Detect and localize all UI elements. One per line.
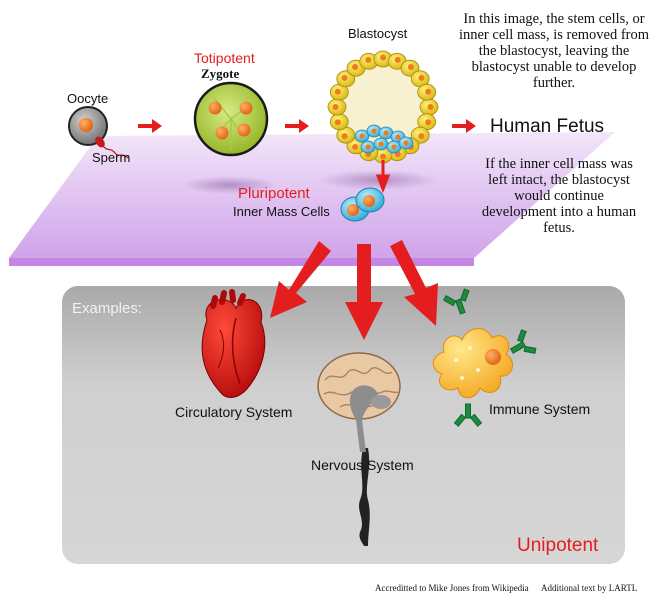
trophoblast-nucleus bbox=[341, 74, 348, 81]
examples-panel bbox=[62, 286, 625, 564]
trophoblast-nucleus bbox=[334, 88, 341, 95]
note-removed-inner-cell-mass: In this image, the stem cells, or inner … bbox=[458, 11, 650, 91]
immune-cell-icon bbox=[432, 328, 514, 399]
trophoblast-nucleus bbox=[334, 119, 341, 126]
trophoblast-nucleus bbox=[352, 144, 359, 150]
inner-cell-nucleus bbox=[395, 134, 401, 140]
blastocyst-label: Blastocyst bbox=[348, 26, 408, 41]
inner-mass-cells-label: Inner Mass Cells bbox=[233, 204, 330, 219]
trophoblast-nucleus bbox=[425, 119, 432, 126]
examples-label: Examples: bbox=[72, 300, 143, 317]
oocyte-icon bbox=[68, 106, 108, 146]
pluripotent-label: Pluripotent bbox=[238, 185, 310, 202]
blastocyst-icon bbox=[327, 50, 439, 164]
trophoblast-nucleus bbox=[427, 104, 434, 110]
inner-cell-nucleus bbox=[365, 144, 371, 150]
trophoblast-nucleus bbox=[394, 56, 401, 63]
trophoblast-nucleus bbox=[352, 64, 359, 70]
trophoblast-nucleus bbox=[418, 74, 425, 81]
antibody-icon bbox=[442, 288, 537, 427]
arrow-to-immune bbox=[390, 240, 438, 326]
trophoblast-nucleus bbox=[365, 56, 372, 63]
credit-wikipedia: Accreditted to Mike Jones from Wikipedia bbox=[375, 583, 529, 593]
arrow-to-nervous bbox=[345, 244, 383, 340]
sperm-icon bbox=[95, 136, 129, 159]
trophoblast-nucleus bbox=[380, 54, 386, 61]
trophoblast-nucleus bbox=[341, 133, 348, 140]
unipotent-label: Unipotent bbox=[517, 535, 599, 556]
trophoblast-nucleus bbox=[380, 153, 386, 160]
totipotent-label: Totipotent bbox=[194, 50, 255, 66]
zygote-label: Zygote bbox=[201, 66, 240, 81]
arrow-blastocyst-to-inner-mass bbox=[375, 160, 391, 194]
trophoblast-nucleus bbox=[332, 104, 339, 110]
nervous-system-label: Nervous System bbox=[311, 457, 414, 473]
heart-icon bbox=[201, 289, 266, 398]
stage-arrows bbox=[138, 119, 476, 194]
arrow-blastocyst-to-fetus bbox=[452, 119, 476, 133]
inner-cell-nucleus bbox=[359, 133, 365, 139]
inner-cell-nucleus bbox=[403, 140, 409, 146]
arrow-to-circulatory bbox=[270, 241, 331, 318]
brain-icon bbox=[317, 352, 401, 546]
inner-cell-nucleus bbox=[371, 128, 377, 134]
inner-cell-nucleus bbox=[378, 141, 384, 147]
circulatory-system-label: Circulatory System bbox=[175, 404, 293, 420]
note-intact-inner-cell-mass: If the inner cell mass was left intact, … bbox=[481, 156, 637, 236]
inner-mass-cells-icon bbox=[340, 187, 385, 222]
trophoblast-nucleus bbox=[418, 133, 425, 140]
oocyte-label: Oocyte bbox=[67, 91, 109, 106]
zygote-icon bbox=[193, 81, 269, 157]
trophoblast-nucleus bbox=[425, 88, 432, 95]
inner-cell-nucleus bbox=[383, 130, 389, 136]
human-fetus-label: Human Fetus bbox=[490, 116, 605, 137]
inner-cell-nucleus bbox=[391, 144, 397, 150]
arrow-zygote-to-blastocyst bbox=[285, 119, 309, 133]
credit-lartl: Additional text by LARTL bbox=[541, 583, 638, 593]
sperm-label: Sperm bbox=[92, 150, 131, 165]
immune-system-label: Immune System bbox=[489, 401, 591, 417]
arrow-oocyte-to-zygote bbox=[138, 119, 162, 133]
differentiation-arrows bbox=[270, 240, 438, 340]
trophoblast-nucleus bbox=[407, 64, 414, 70]
